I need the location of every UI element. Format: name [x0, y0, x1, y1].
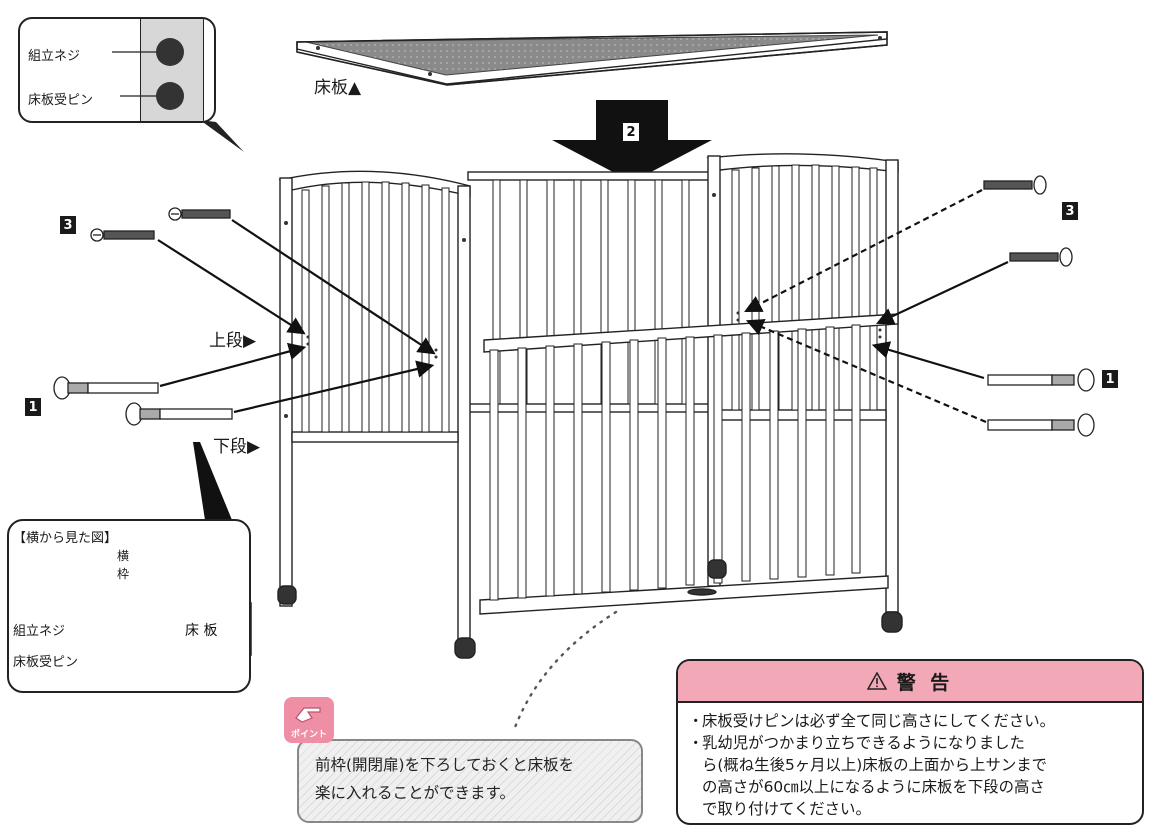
legend-pin-label: 床板受ピン [28, 93, 94, 108]
warning-header: 警 告 [678, 661, 1142, 703]
side-view-title: 【横から見た図】 [13, 531, 118, 546]
pointing-hand-icon [295, 707, 321, 723]
step-3-badge-left: 3 [60, 216, 76, 234]
pin-icon [53, 376, 159, 400]
warning-item-2: ・ 乳幼児がつかまり立ちできるようになりました ら(概ね生後5ヶ月以上)床板の上… [688, 734, 1048, 818]
point-note-line-2: 楽に入れることができます。 [315, 784, 515, 802]
point-note-box: 前枠(開閉扉)を下ろしておくと床板を 楽に入れることができます。 [297, 739, 643, 823]
warning-title: 警 告 [896, 671, 954, 694]
warning-item-1: ・床板受けピンは必ず全て同じ高さにしてください。 [688, 712, 1056, 730]
point-badge: ポイント [284, 697, 334, 743]
screws-and-pins [53, 175, 1095, 437]
lower-tier-label: 下段▶ [213, 437, 261, 457]
screw-icon [168, 207, 231, 221]
warning-box: 警 告 ・床板受けピンは必ず全て同じ高さにしてください。 ・ 乳幼児がつかまり立… [676, 659, 1144, 825]
frame-label-2: 枠 [117, 567, 130, 581]
screw-icon [983, 175, 1047, 195]
pin-icon [987, 413, 1095, 437]
assembly-arrows [157, 189, 1009, 424]
side-pin-label: 床板受ピン [13, 655, 79, 670]
warning-item-2-line-4: で取り付けてください。 [702, 800, 871, 818]
side-view-panel: 【横から見た図】 横 枠 床 板 組立ネジ 床板受ピン [7, 519, 251, 693]
step-2-badge: 2 [622, 122, 640, 142]
crib [277, 153, 903, 659]
pin-icon [125, 402, 233, 426]
warning-triangle-icon [866, 672, 887, 690]
floor-board [296, 31, 888, 86]
pin-icon [987, 368, 1095, 392]
screw-marker-icon [156, 38, 184, 66]
warning-item-2-line-1: 乳幼児がつかまり立ちできるようになりました [702, 734, 1025, 752]
frame-label-1: 横 [117, 549, 130, 563]
step-1-badge-right: 1 [1102, 370, 1118, 388]
warning-item-2-line-2: ら(概ね生後5ヶ月以上)床板の上面から上サンまで [702, 756, 1048, 774]
point-badge-label: ポイント [290, 730, 327, 740]
side-floor-label: 床 板 [185, 623, 218, 639]
point-note-line-1: 前枠(開閉扉)を下ろしておくと床板を [315, 756, 575, 774]
pin-marker-icon [156, 82, 184, 110]
warning-item-1-text: 床板受けピンは必ず全て同じ高さにしてください。 [702, 712, 1056, 730]
legend-screw-label: 組立ネジ [28, 49, 81, 64]
side-screw-label: 組立ネジ [13, 624, 66, 639]
legend-markers [112, 38, 184, 110]
step-1-badge-left: 1 [25, 398, 41, 416]
floor-board-label: 床板▲ [314, 78, 362, 98]
screw-icon [1009, 247, 1073, 267]
screw-icon [90, 228, 155, 242]
parts-legend: 組立ネジ 床板受ピン [18, 17, 216, 123]
step-3-badge-right: 3 [1062, 202, 1078, 220]
upper-tier-label: 上段▶ [209, 331, 257, 351]
warning-item-2-line-3: の高さが60㎝以上になるように床板を下段の高さ [702, 778, 1045, 796]
